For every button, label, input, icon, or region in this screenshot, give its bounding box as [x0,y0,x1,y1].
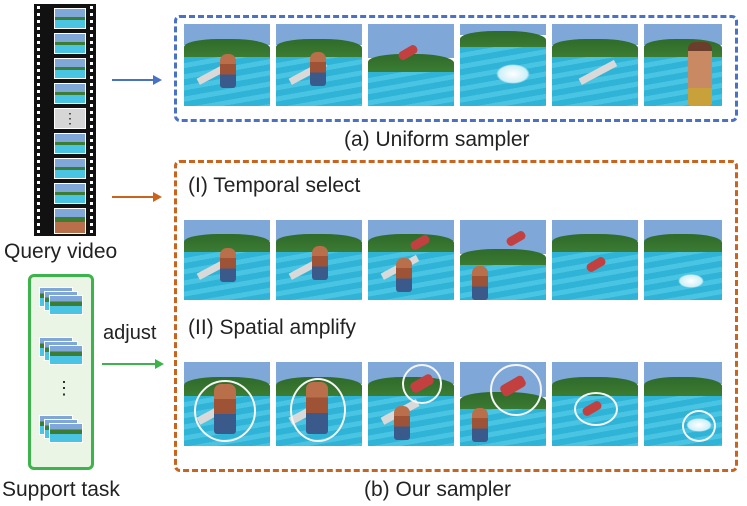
temporal-frame-2 [276,220,362,300]
spatial-frame-1 [184,362,270,446]
film-ellipsis: ⋮ [63,110,77,126]
adjust-label: adjust [103,322,157,344]
film-frame [54,208,86,234]
film-frame [54,8,86,29]
temporal-frame-6 [644,220,722,300]
query-video-label: Query video [4,240,118,263]
uniform-sampler-box [174,15,738,122]
spatial-frame-2 [276,362,362,446]
temporal-frame-4 [460,220,546,300]
amplify-circle [194,380,256,442]
spatial-amplify-label: (II) Spatial amplify [188,316,357,339]
amplify-circle [682,410,716,442]
amplify-circle [290,378,346,442]
amplify-circle [490,364,542,416]
uniform-frame-1 [184,24,270,106]
film-frame [54,83,86,104]
film-ellipsis-frame: ⋮ [54,108,86,129]
sprocket-holes-right [90,6,93,234]
uniform-frame-3 [368,24,454,106]
uniform-frame-6 [644,24,722,106]
film-frame [54,133,86,154]
arrow-adjust [102,359,164,369]
uniform-sampler-caption: (a) Uniform sampler [344,128,530,151]
amplify-circle [402,364,442,404]
spatial-frame-5 [552,362,638,446]
spatial-frame-3 [368,362,454,446]
temporal-select-label: (I) Temporal select [188,174,361,197]
our-sampler-caption: (b) Our sampler [364,478,512,501]
support-task-box: ⋮ [28,274,94,470]
amplify-circle [574,392,618,426]
our-sampler-box [174,160,738,472]
spatial-frame-4 [460,362,546,446]
uniform-frame-5 [552,24,638,106]
support-thumb [49,423,83,443]
film-frames: ⋮ [44,4,86,236]
spatial-frame-6 [644,362,722,446]
temporal-frame-3 [368,220,454,300]
sprocket-holes-left [37,6,40,234]
film-frame [54,58,86,79]
temporal-frame-1 [184,220,270,300]
support-thumb [49,345,83,365]
film-frame [54,33,86,54]
temporal-frame-5 [552,220,638,300]
arrow-to-uniform [112,75,162,85]
film-frame [54,158,86,179]
support-task-label: Support task [2,478,120,501]
support-thumb [49,295,83,315]
uniform-frame-4 [460,24,546,106]
uniform-frame-2 [276,24,362,106]
film-frame [54,183,86,204]
arrow-to-ours [112,192,162,202]
